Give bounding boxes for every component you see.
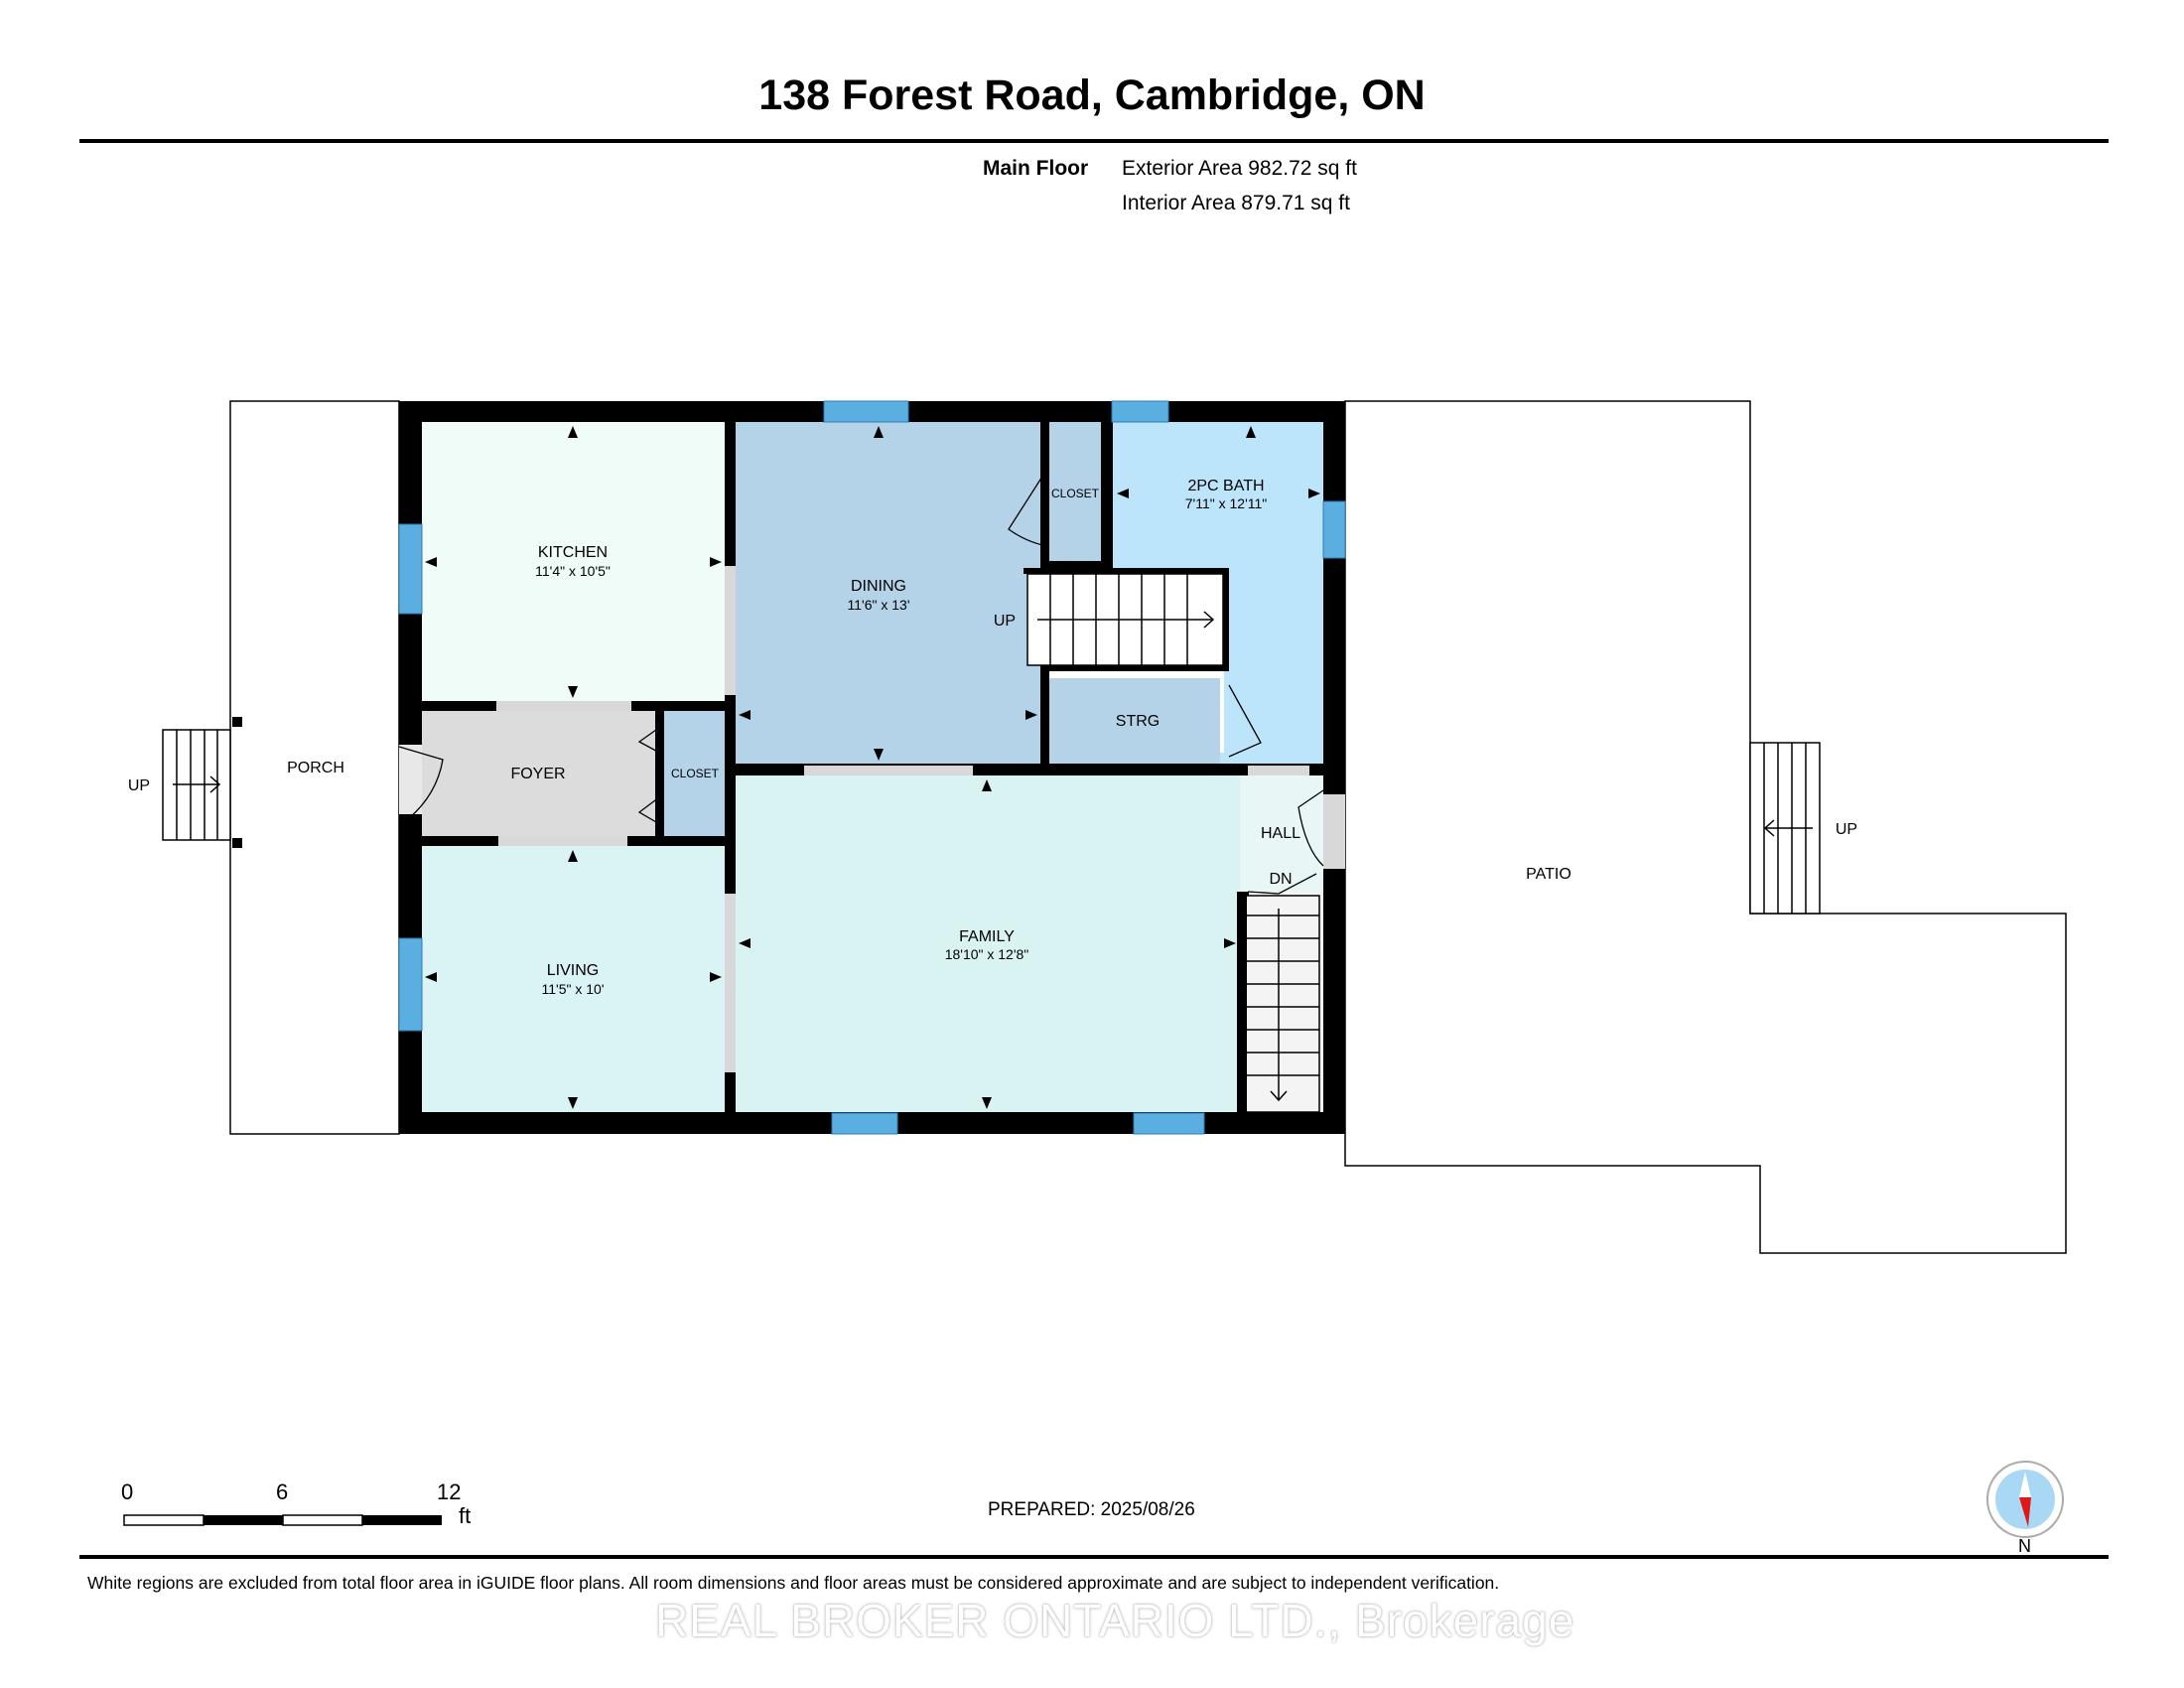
interior-area: Interior Area 879.71 sq ft xyxy=(1122,192,1350,214)
scale-unit: ft xyxy=(459,1503,472,1528)
kitchen-room xyxy=(422,422,725,701)
dining-stairs xyxy=(1026,573,1224,666)
scale-tick-12: 12 xyxy=(437,1479,462,1504)
porch-outline xyxy=(229,400,400,1135)
bath-label: 2PC BATH xyxy=(1187,478,1264,494)
basement-stairs xyxy=(1245,895,1320,1113)
kitchen-label: KITCHEN xyxy=(538,544,608,561)
living-dims: 11'5" x 10' xyxy=(542,981,605,997)
dining-label: DINING xyxy=(851,578,906,595)
door-swings xyxy=(398,468,1324,895)
porch-label: PORCH xyxy=(287,760,344,776)
footer-rule xyxy=(79,1555,2109,1559)
bath-dims: 7'11" x 12'11" xyxy=(1185,495,1268,511)
header-rule xyxy=(79,139,2109,143)
brokerage-watermark: REAL BROKER ONTARIO LTD., Brokerage xyxy=(655,1595,1575,1646)
scale-tick-6: 6 xyxy=(276,1479,289,1504)
scale-tick-0: 0 xyxy=(121,1479,134,1504)
patio-stairs xyxy=(1749,742,1821,914)
compass-north-label: N xyxy=(2018,1536,2031,1556)
exterior-area: Exterior Area 982.72 sq ft xyxy=(1122,157,1357,180)
living-label: LIVING xyxy=(547,962,599,979)
patio-label: PATIO xyxy=(1526,866,1571,883)
family-label: FAMILY xyxy=(959,928,1015,945)
dimension-arrows xyxy=(425,426,1320,1109)
hall-room xyxy=(1240,775,1323,892)
patio-outline xyxy=(1344,400,2067,1254)
dining-dims: 11'6" x 13' xyxy=(848,597,910,613)
prepared-date: PREPARED: 2025/08/26 xyxy=(988,1499,1195,1520)
windows xyxy=(398,400,1346,1135)
dining-up-label: UP xyxy=(994,613,1016,630)
foyer-label: FOYER xyxy=(510,766,565,782)
foyer-room xyxy=(422,711,655,836)
closet-foyer-room xyxy=(664,711,725,836)
kitchen-dims: 11'4" x 10'5" xyxy=(535,563,611,579)
closet-top-room xyxy=(1049,422,1101,561)
scale-bar xyxy=(123,1514,442,1526)
hall-label: HALL xyxy=(1261,825,1300,842)
strg-room xyxy=(1049,678,1220,764)
family-dims: 18'10" x 12'8" xyxy=(945,946,1029,962)
closet-top-label: CLOSET xyxy=(1051,487,1100,500)
dining-room xyxy=(736,422,1040,764)
page-title: 138 Forest Road, Cambridge, ON xyxy=(758,71,1426,119)
porch-up-label: UP xyxy=(128,777,150,794)
hall-dn-label: DN xyxy=(1269,871,1292,888)
closet-foyer-label: CLOSET xyxy=(671,767,720,780)
porch-stairs xyxy=(162,729,231,841)
compass-icon xyxy=(1986,1461,2064,1538)
family-room xyxy=(736,775,1240,1112)
patio-up-label: UP xyxy=(1836,821,1857,838)
disclaimer-text: White regions are excluded from total fl… xyxy=(87,1573,1500,1593)
living-room xyxy=(422,846,725,1112)
floor-name: Main Floor xyxy=(983,157,1089,180)
strg-label: STRG xyxy=(1116,713,1160,730)
